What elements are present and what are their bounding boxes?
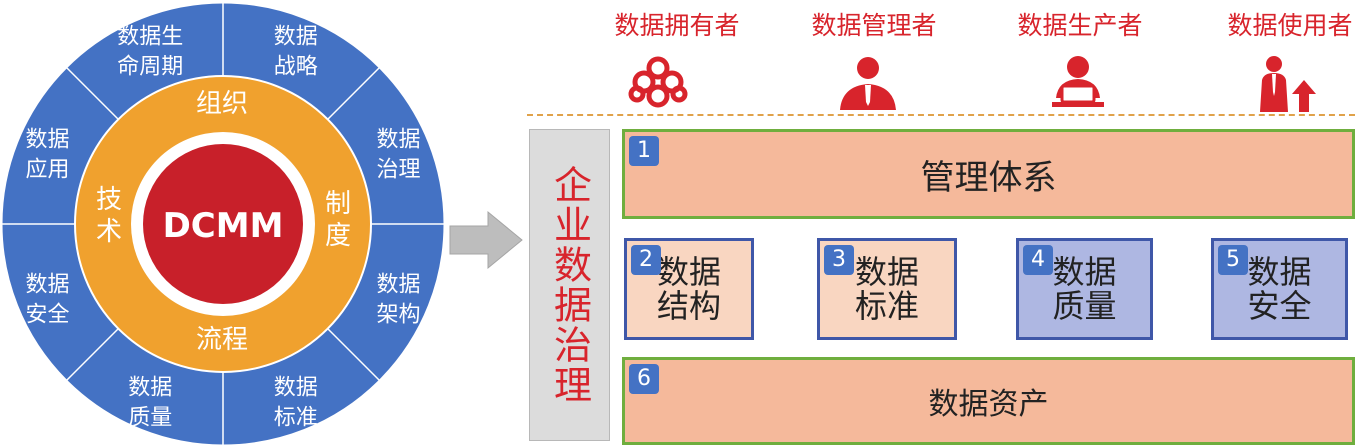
- wheel-outer-label: 数据战略: [274, 24, 318, 79]
- role-owner-label: 数据拥有者: [614, 11, 740, 40]
- knot-icon: [628, 56, 688, 108]
- side-title-panel: 企业数据治理: [529, 129, 610, 441]
- box-data-standard: 3 数据标准: [817, 238, 957, 340]
- box-data-quality: 4 数据质量: [1016, 238, 1153, 340]
- box-data-security: 5 数据安全: [1211, 238, 1348, 340]
- role-manager-label: 数据管理者: [811, 11, 937, 40]
- wheel-core-label: DCMM: [163, 206, 284, 246]
- badge-2: 2: [631, 245, 661, 275]
- inner-label-right: 制度: [325, 189, 351, 251]
- inner-label-top: 组织: [196, 89, 248, 119]
- wheel-outer-label: 数据质量: [128, 376, 172, 431]
- manager-icon: [840, 57, 896, 110]
- inner-label-bottom: 流程: [196, 325, 248, 355]
- wheel-outer-label: 数据架构: [377, 273, 421, 328]
- wheel-outer-label: 数据安全: [25, 273, 69, 328]
- role-producer-label: 数据生产者: [1017, 11, 1143, 40]
- wheel-outer-label: 数据标准: [274, 376, 318, 431]
- user-growth-icon: [1260, 56, 1316, 112]
- box-2-label: 数据结构: [656, 253, 721, 325]
- roles-divider: [527, 114, 1355, 116]
- wheel-core: [143, 144, 303, 304]
- wheel-outer-label: 数据治理: [377, 127, 421, 182]
- badge-5: 5: [1218, 245, 1248, 275]
- right-arrow-icon: [449, 210, 523, 270]
- box-5-label: 数据安全: [1247, 253, 1312, 325]
- inner-label-left: 技术: [96, 185, 122, 247]
- badge-3: 3: [824, 245, 854, 275]
- box-4-label: 数据质量: [1052, 253, 1117, 325]
- badge-1: 1: [629, 136, 659, 166]
- side-title: 企业数据治理: [547, 165, 592, 405]
- wheel-outer-label: 数据应用: [25, 127, 69, 182]
- box-6-label: 数据资产: [928, 387, 1049, 422]
- wheel-outer-label: 数据生命周期: [117, 24, 183, 79]
- box-1-label: 管理体系: [920, 157, 1057, 198]
- wheel-spokes: [2, 3, 444, 445]
- wheel-spoke: [327, 67, 380, 120]
- producer-icon: [1052, 56, 1104, 107]
- box-data-assets: 6 数据资产: [622, 357, 1355, 445]
- role-user-label: 数据使用者: [1227, 11, 1353, 40]
- wheel-spoke: [66, 67, 119, 120]
- box-management-system: 1 管理体系: [622, 129, 1355, 219]
- badge-6: 6: [629, 364, 659, 394]
- box-3-label: 数据标准: [854, 253, 919, 325]
- box-data-structure: 2 数据结构: [624, 238, 754, 340]
- wheel-spoke: [66, 328, 119, 381]
- wheel-spoke: [327, 328, 380, 381]
- badge-4: 4: [1023, 245, 1053, 275]
